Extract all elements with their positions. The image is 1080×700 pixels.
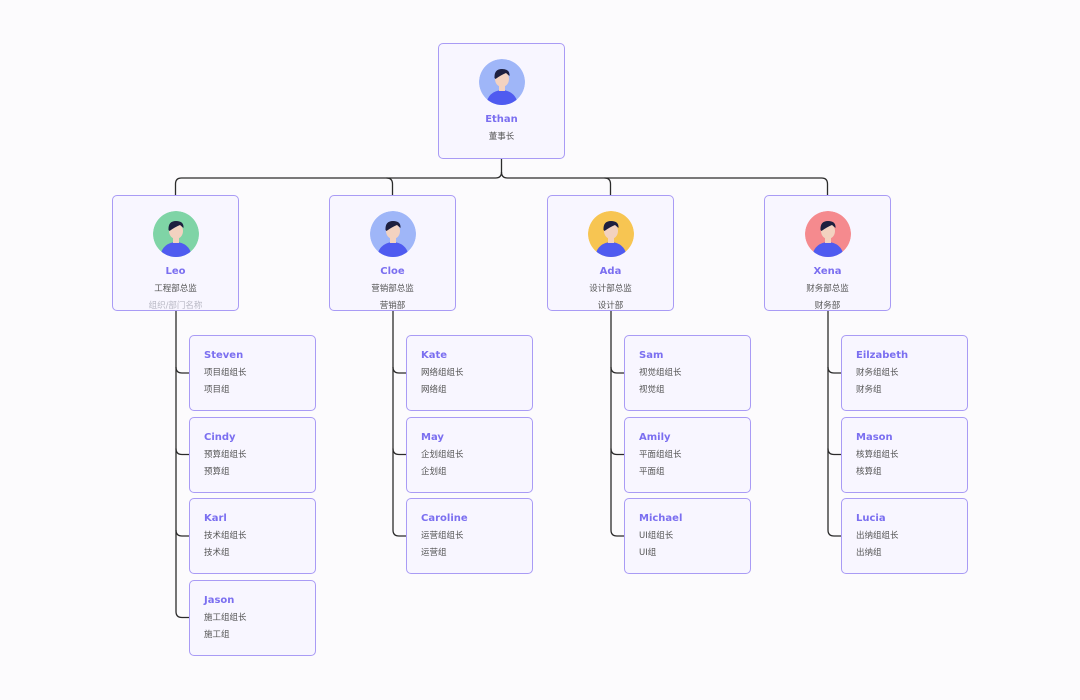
- connector-branch: [175, 366, 189, 374]
- person-name: Ada: [599, 266, 622, 277]
- connector-branch: [610, 448, 624, 456]
- person-name: Ethan: [485, 114, 518, 125]
- root-node[interactable]: Ethan 董事长: [438, 43, 565, 159]
- member-node-jason[interactable]: Jason 施工组组长施工组: [189, 579, 316, 656]
- person-role: 施工组组长: [204, 612, 247, 623]
- department-name: 财务部: [814, 301, 841, 311]
- person-role: 技术组组长: [204, 531, 247, 541]
- department-name: 企划组: [421, 466, 447, 477]
- member-node-may[interactable]: May 企划组组长企划组: [406, 416, 533, 493]
- person-name: Leo: [165, 266, 186, 277]
- person-name: Xena: [813, 266, 842, 277]
- person-name: Michael: [639, 513, 683, 524]
- connector-branch: [392, 366, 406, 374]
- connector-to-head-3: [604, 177, 612, 195]
- department-name: 核算组: [856, 466, 882, 477]
- avatar: [804, 211, 851, 257]
- member-node-lucia[interactable]: Lucia 出纳组组长出纳组: [841, 498, 968, 574]
- member-node-mason[interactable]: Mason 核算组组长核算组: [841, 416, 968, 493]
- connector-spine-xena: [827, 311, 841, 537]
- person-avatar-icon: [478, 59, 525, 105]
- department-name: 预算组: [204, 466, 230, 477]
- member-node-cindy[interactable]: Cindy 预算组组长预算组: [189, 416, 316, 493]
- person-name: Cindy: [204, 431, 236, 443]
- department-name: 营销部: [379, 301, 406, 311]
- person-name: Caroline: [421, 513, 468, 524]
- avatar: [478, 59, 525, 105]
- connector-spine-leo: [175, 311, 189, 619]
- person-role: 企划组组长: [421, 449, 464, 460]
- department-name: 运营组: [421, 548, 447, 558]
- person-role: 项目组组长: [204, 368, 247, 378]
- person-name: Kate: [421, 350, 448, 361]
- member-node-karl[interactable]: Karl 技术组组长技术组: [189, 498, 316, 574]
- person-avatar-icon: [152, 211, 199, 257]
- department-head-leo[interactable]: Leo 工程部总监组织/部门名称: [112, 195, 239, 311]
- person-role: 运营组组长: [421, 531, 464, 541]
- member-node-amily[interactable]: Amily 平面组组长平面组: [624, 416, 751, 493]
- person-role: UI组组长: [639, 531, 674, 541]
- connector-branch: [392, 448, 406, 456]
- person-name: Amily: [639, 431, 671, 443]
- connector-root-right: [500, 171, 829, 195]
- person-role: 预算组组长: [204, 449, 247, 460]
- department-name: 技术组: [204, 548, 230, 558]
- person-role: 财务组组长: [856, 368, 899, 378]
- department-name: 财务组: [856, 385, 882, 395]
- department-name: 出纳组: [856, 548, 882, 558]
- avatar: [369, 211, 416, 257]
- person-name: Karl: [204, 513, 227, 524]
- member-node-caroline[interactable]: Caroline 运营组组长运营组: [406, 498, 533, 574]
- person-role: 设计部总监: [589, 284, 632, 294]
- person-role: 网络组组长: [421, 368, 464, 378]
- department-name: 施工组: [204, 629, 230, 640]
- connector-branch: [827, 448, 841, 456]
- member-node-sam[interactable]: Sam 视觉组组长视觉组: [624, 335, 751, 411]
- department-name: 平面组: [639, 466, 665, 477]
- person-name: Eilzabeth: [856, 350, 909, 361]
- person-role: 财务部总监: [806, 284, 849, 294]
- person-name: Steven: [204, 350, 244, 361]
- person-avatar-icon: [369, 211, 416, 257]
- member-node-eilzabeth[interactable]: Eilzabeth 财务组组长财务组: [841, 335, 968, 411]
- department-name: 网络组: [421, 385, 447, 395]
- person-role: 营销部总监: [371, 284, 414, 294]
- member-node-steven[interactable]: Steven 项目组组长项目组: [189, 335, 316, 411]
- department-head-xena[interactable]: Xena 财务部总监财务部: [764, 195, 891, 311]
- connector-branch: [610, 366, 624, 374]
- connector-spine-cloe: [392, 311, 406, 537]
- person-name: Mason: [856, 431, 893, 443]
- connector-branch: [175, 529, 189, 537]
- connector-to-head-2: [386, 177, 394, 195]
- avatar: [587, 211, 634, 257]
- department-name: 组织/部门名称: [148, 301, 203, 311]
- person-role: 平面组组长: [639, 449, 682, 460]
- person-name: Sam: [639, 350, 664, 361]
- member-node-kate[interactable]: Kate 网络组组长网络组: [406, 335, 533, 411]
- connector-branch: [827, 366, 841, 374]
- person-name: Cloe: [380, 266, 405, 277]
- person-name: Jason: [204, 594, 235, 606]
- person-avatar-icon: [587, 211, 634, 257]
- avatar: [152, 211, 199, 257]
- department-head-cloe[interactable]: Cloe 营销部总监营销部: [329, 195, 456, 311]
- department-head-ada[interactable]: Ada 设计部总监设计部: [547, 195, 674, 311]
- department-name: 视觉组: [639, 385, 665, 395]
- department-name: UI组: [639, 548, 657, 558]
- person-role: 出纳组组长: [856, 531, 899, 541]
- person-role: 视觉组组长: [639, 368, 682, 378]
- person-name: May: [421, 431, 444, 443]
- person-role: 核算组组长: [856, 449, 899, 460]
- person-role: 董事长: [488, 132, 515, 142]
- connector-spine-ada: [610, 311, 624, 537]
- connector-branch: [175, 448, 189, 456]
- department-name: 设计部: [597, 301, 624, 311]
- person-avatar-icon: [804, 211, 851, 257]
- department-name: 项目组: [204, 385, 230, 395]
- person-role: 工程部总监: [154, 284, 197, 294]
- connector-root-left: [174, 159, 503, 195]
- person-name: Lucia: [856, 513, 886, 524]
